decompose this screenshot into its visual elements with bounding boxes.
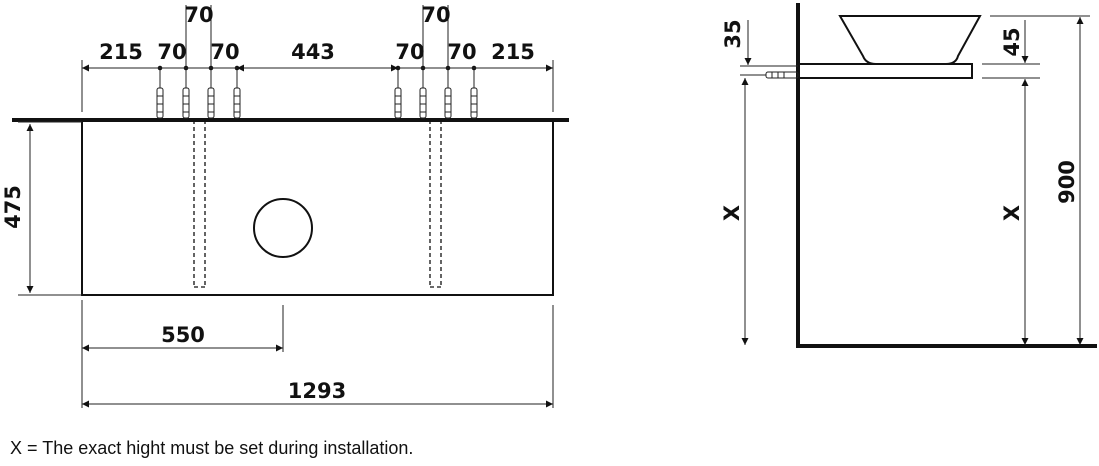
- dim-text-70: 70: [447, 40, 476, 64]
- dimension-900: [990, 15, 1090, 345]
- dim-text-top-right: 70: [421, 3, 450, 27]
- front-view: 70 70 215 70 70 443 70 70 215 475 550 12…: [1, 3, 569, 408]
- dimension-line-width: [82, 305, 554, 408]
- dim-text-x-right: X: [1000, 205, 1024, 221]
- bolt: [182, 65, 190, 119]
- dim-text-550: 550: [161, 323, 205, 347]
- vessel-basin: [838, 15, 982, 65]
- dim-text-45: 45: [1000, 27, 1024, 56]
- dim-text-443: 443: [291, 40, 335, 64]
- dim-text-70: 70: [395, 40, 424, 64]
- dim-text-top-left: 70: [184, 3, 213, 27]
- dimension-45: [982, 20, 1040, 79]
- dim-text-215-left: 215: [99, 40, 143, 64]
- dim-text-35: 35: [721, 19, 745, 48]
- dim-text-475: 475: [1, 185, 25, 229]
- dim-text-900: 900: [1055, 160, 1079, 204]
- dim-text-215-right: 215: [491, 40, 535, 64]
- bolt: [444, 65, 452, 119]
- drain-channel-left: [193, 120, 206, 288]
- dim-text-70: 70: [157, 40, 186, 64]
- dim-text-70: 70: [210, 40, 239, 64]
- dim-text-1293: 1293: [288, 379, 346, 403]
- dimension-line-offset: [81, 300, 284, 408]
- bolt: [470, 65, 478, 119]
- bolt: [207, 65, 215, 119]
- side-view: 35 X 45 X 900: [720, 3, 1097, 348]
- countertop-shelf: [798, 63, 973, 79]
- cabinet-body: [81, 119, 554, 296]
- drain-channel-right: [429, 120, 442, 288]
- round-cutout: [253, 198, 313, 258]
- bolt: [394, 65, 402, 119]
- fixing-bolts: [156, 65, 478, 119]
- bolt: [419, 65, 427, 119]
- dimension-35: [740, 20, 798, 76]
- bolt: [156, 65, 164, 119]
- bolt: [233, 65, 241, 119]
- installation-note: X = The exact hight must be set during i…: [10, 438, 414, 458]
- dim-text-x-left: X: [720, 205, 744, 221]
- mounting-bolt: [765, 71, 799, 79]
- dimension-line-height: [18, 121, 82, 296]
